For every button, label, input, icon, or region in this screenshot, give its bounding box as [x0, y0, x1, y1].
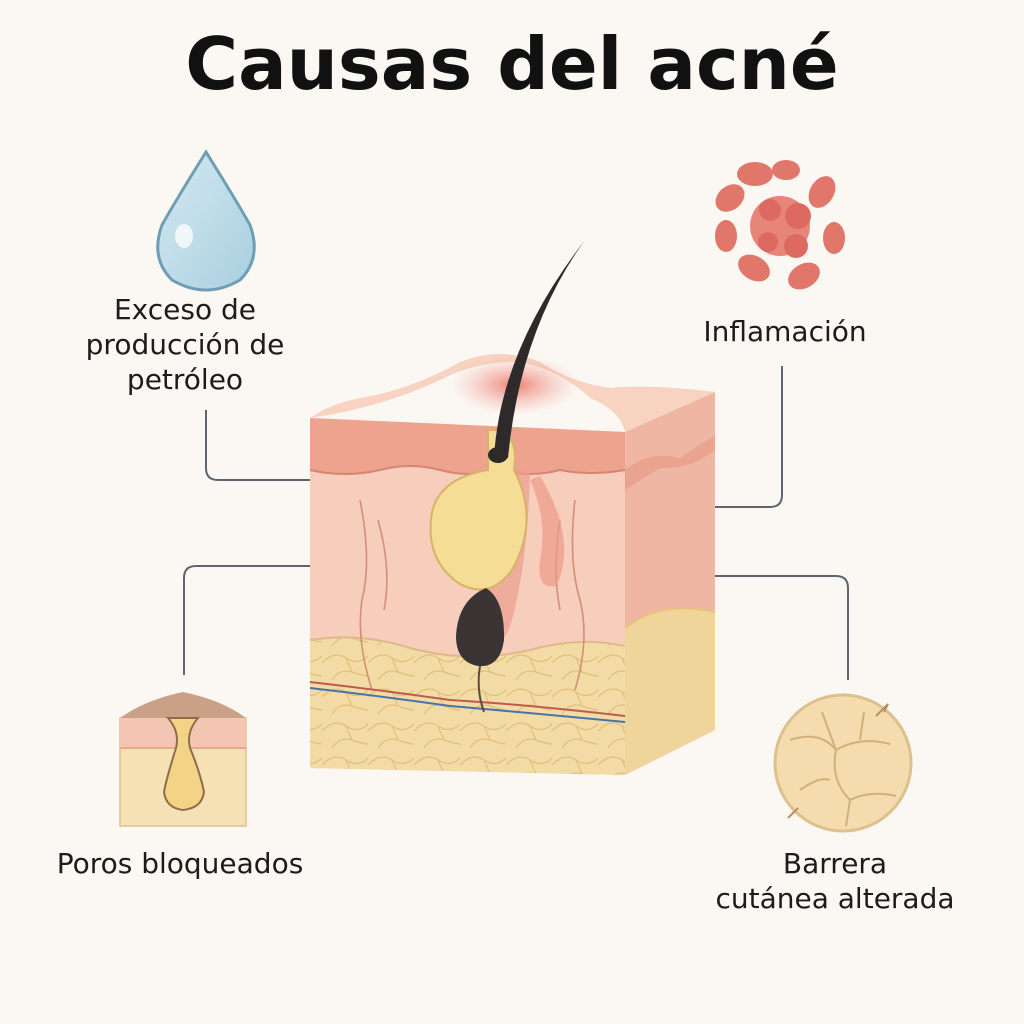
label-line: producción de: [85, 328, 285, 361]
cracked-skin-icon: [773, 693, 913, 833]
sebaceous-gland: [429, 428, 528, 591]
label-line: cutánea alterada: [715, 882, 955, 915]
skin-surface-top: [310, 354, 715, 432]
label-line: Exceso de: [113, 293, 256, 326]
connector-inflammation: [715, 366, 783, 508]
connector-lines: [183, 366, 849, 680]
inflamed-cells-icon: [715, 160, 845, 290]
label-excess-oil: Exceso de producción de petróleo: [60, 292, 310, 397]
label-line: Poros bloqueados: [56, 847, 304, 880]
connector-barrier: [715, 575, 849, 680]
label-altered-barrier: Barrera cutánea alterada: [690, 846, 980, 916]
blocked-pore-icon: [119, 692, 247, 827]
skin-cross-section: [309, 240, 716, 775]
label-line: Barrera: [782, 847, 888, 880]
page-title: Causas del acné: [185, 22, 839, 106]
label-blocked-pores: Poros bloqueados: [30, 846, 330, 881]
water-drop-icon: [156, 149, 256, 292]
follicle-plug: [456, 588, 505, 667]
hair-shaft: [494, 240, 585, 458]
label-line: Inflamación: [703, 315, 867, 348]
connector-pores: [183, 565, 310, 675]
label-inflammation: Inflamación: [680, 314, 890, 349]
label-line: petróleo: [126, 363, 244, 396]
connector-oil: [205, 410, 310, 481]
